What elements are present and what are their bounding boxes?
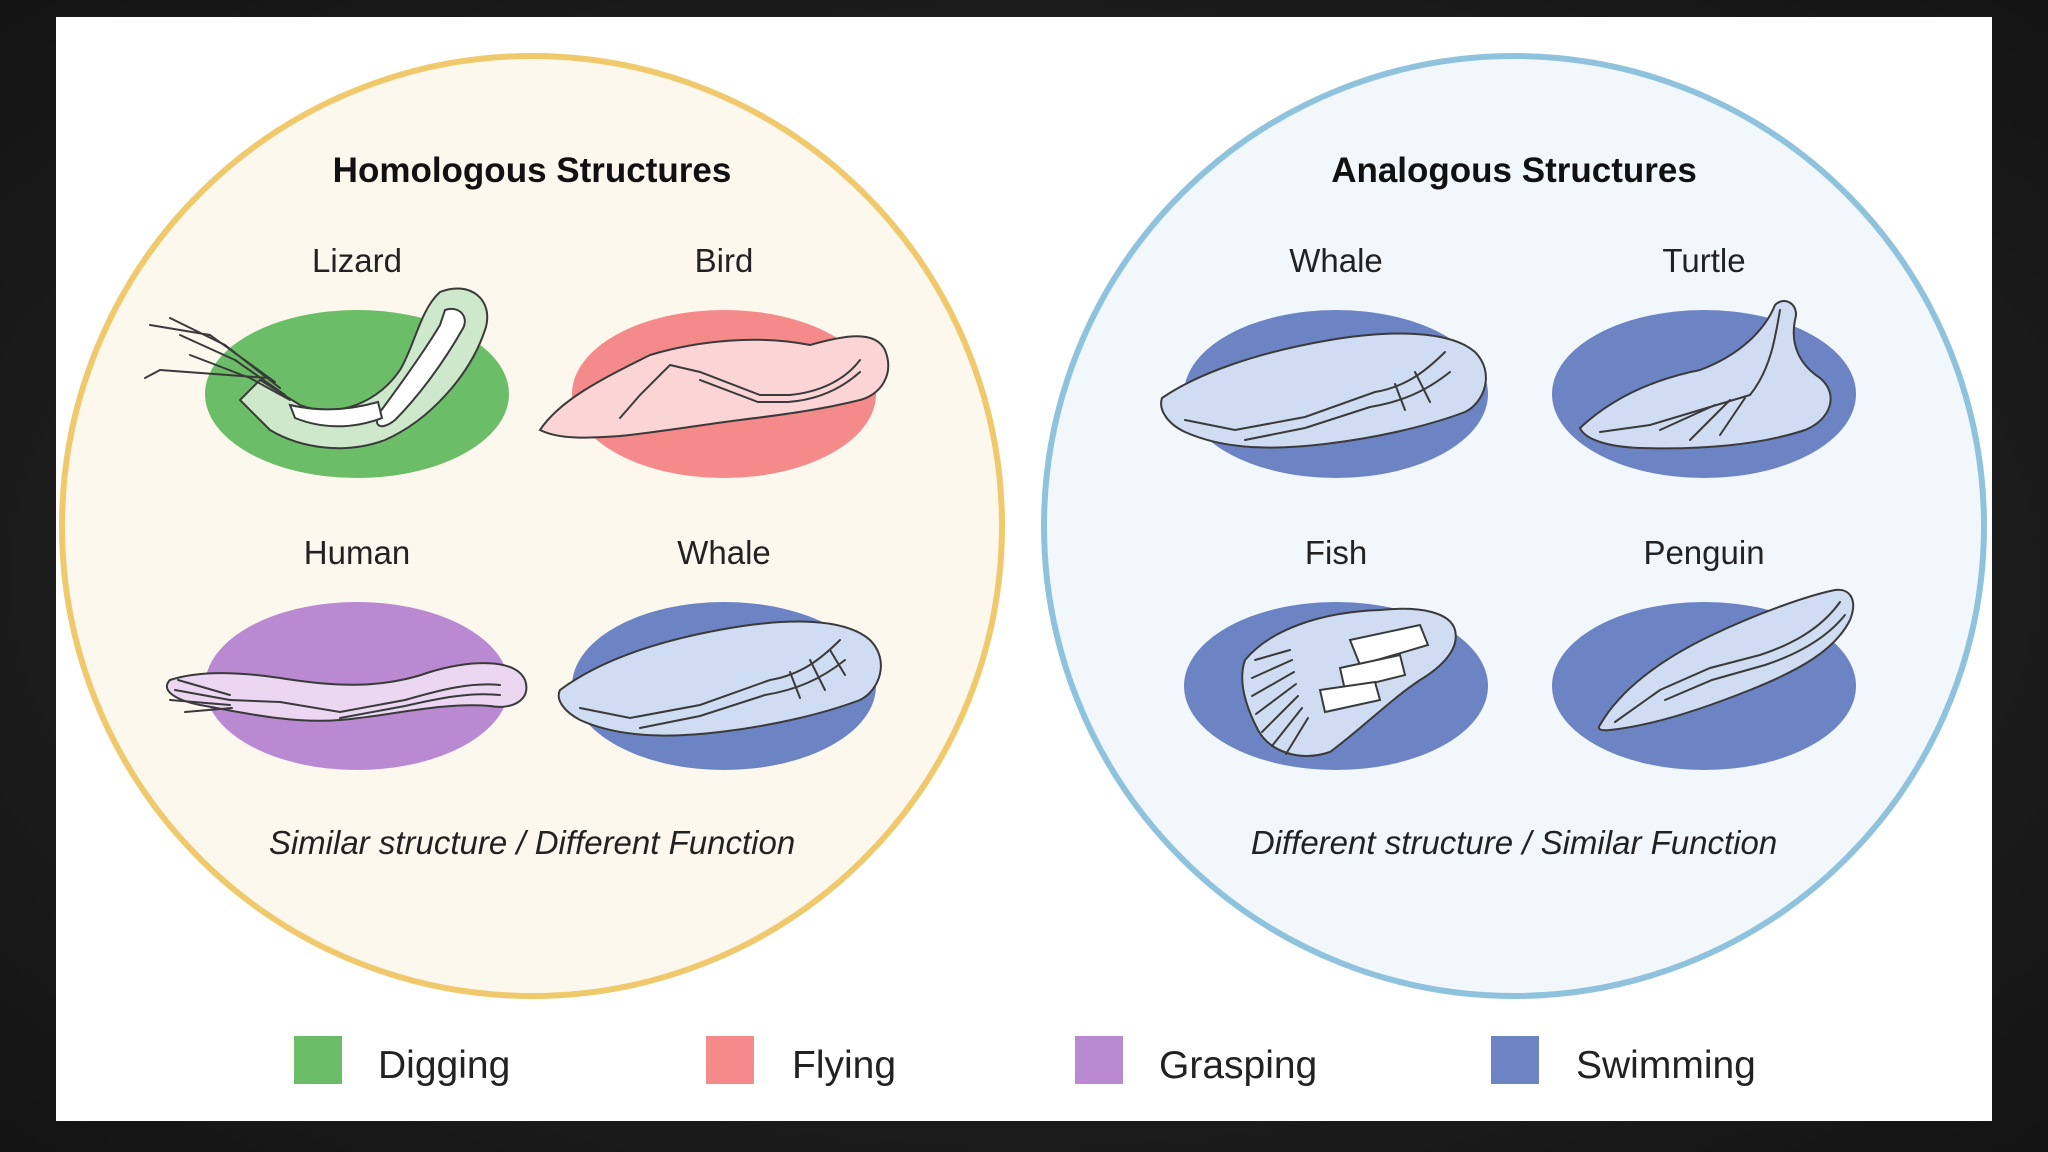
analogous-caption: Different structure / Similar Function [1251, 824, 1777, 861]
legend-item-grasping: Grasping [1075, 1036, 1317, 1087]
human-arm-icon [165, 662, 528, 722]
lizard-forelimb-icon [144, 287, 489, 450]
legend-label-digging: Digging [378, 1044, 510, 1087]
legend-item-digging: Digging [294, 1036, 510, 1087]
legend-item-flying: Flying [706, 1036, 896, 1087]
legend-label-grasping: Grasping [1159, 1044, 1317, 1087]
turtle-flipper-icon [1578, 300, 1832, 450]
penguin-label: Penguin [1643, 534, 1764, 571]
lizard-digging-cell: Lizard [144, 242, 509, 478]
bird-flying-cell: Bird [538, 242, 890, 478]
human-label: Human [304, 534, 410, 571]
legend-swatch-grasping [1075, 1036, 1123, 1084]
homologous-caption: Similar structure / Different Function [269, 824, 795, 861]
analogous-whale-label: Whale [1289, 242, 1383, 279]
fish-swimming-cell: Fish [1184, 534, 1488, 770]
fish-label: Fish [1305, 534, 1367, 571]
lizard-label: Lizard [312, 242, 402, 279]
penguin-flipper-icon [1597, 588, 1855, 732]
analogous-title: Analogous Structures [1331, 151, 1697, 190]
turtle-swimming-cell: Turtle [1552, 242, 1856, 478]
whale-flipper-icon [557, 620, 882, 737]
legend: Digging Flying Grasping Swimming [294, 1036, 1756, 1087]
homologous-title: Homologous Structures [333, 151, 732, 190]
legend-swatch-flying [706, 1036, 754, 1084]
whale-label: Whale [677, 534, 771, 571]
bird-label: Bird [695, 242, 754, 279]
analogous-whale-cell: Whale [1160, 242, 1488, 478]
human-grasping-cell: Human [165, 534, 528, 770]
legend-label-swimming: Swimming [1576, 1044, 1756, 1087]
bird-wing-icon [538, 335, 890, 439]
whale-flipper-icon [1160, 332, 1487, 449]
turtle-label: Turtle [1662, 242, 1745, 279]
legend-label-flying: Flying [792, 1044, 896, 1087]
fish-fin-icon [1241, 607, 1457, 757]
legend-swatch-swimming [1491, 1036, 1539, 1084]
penguin-swimming-cell: Penguin [1552, 534, 1856, 770]
whale-swimming-cell: Whale [557, 534, 882, 770]
legend-swatch-digging [294, 1036, 342, 1084]
legend-item-swimming: Swimming [1491, 1036, 1756, 1087]
